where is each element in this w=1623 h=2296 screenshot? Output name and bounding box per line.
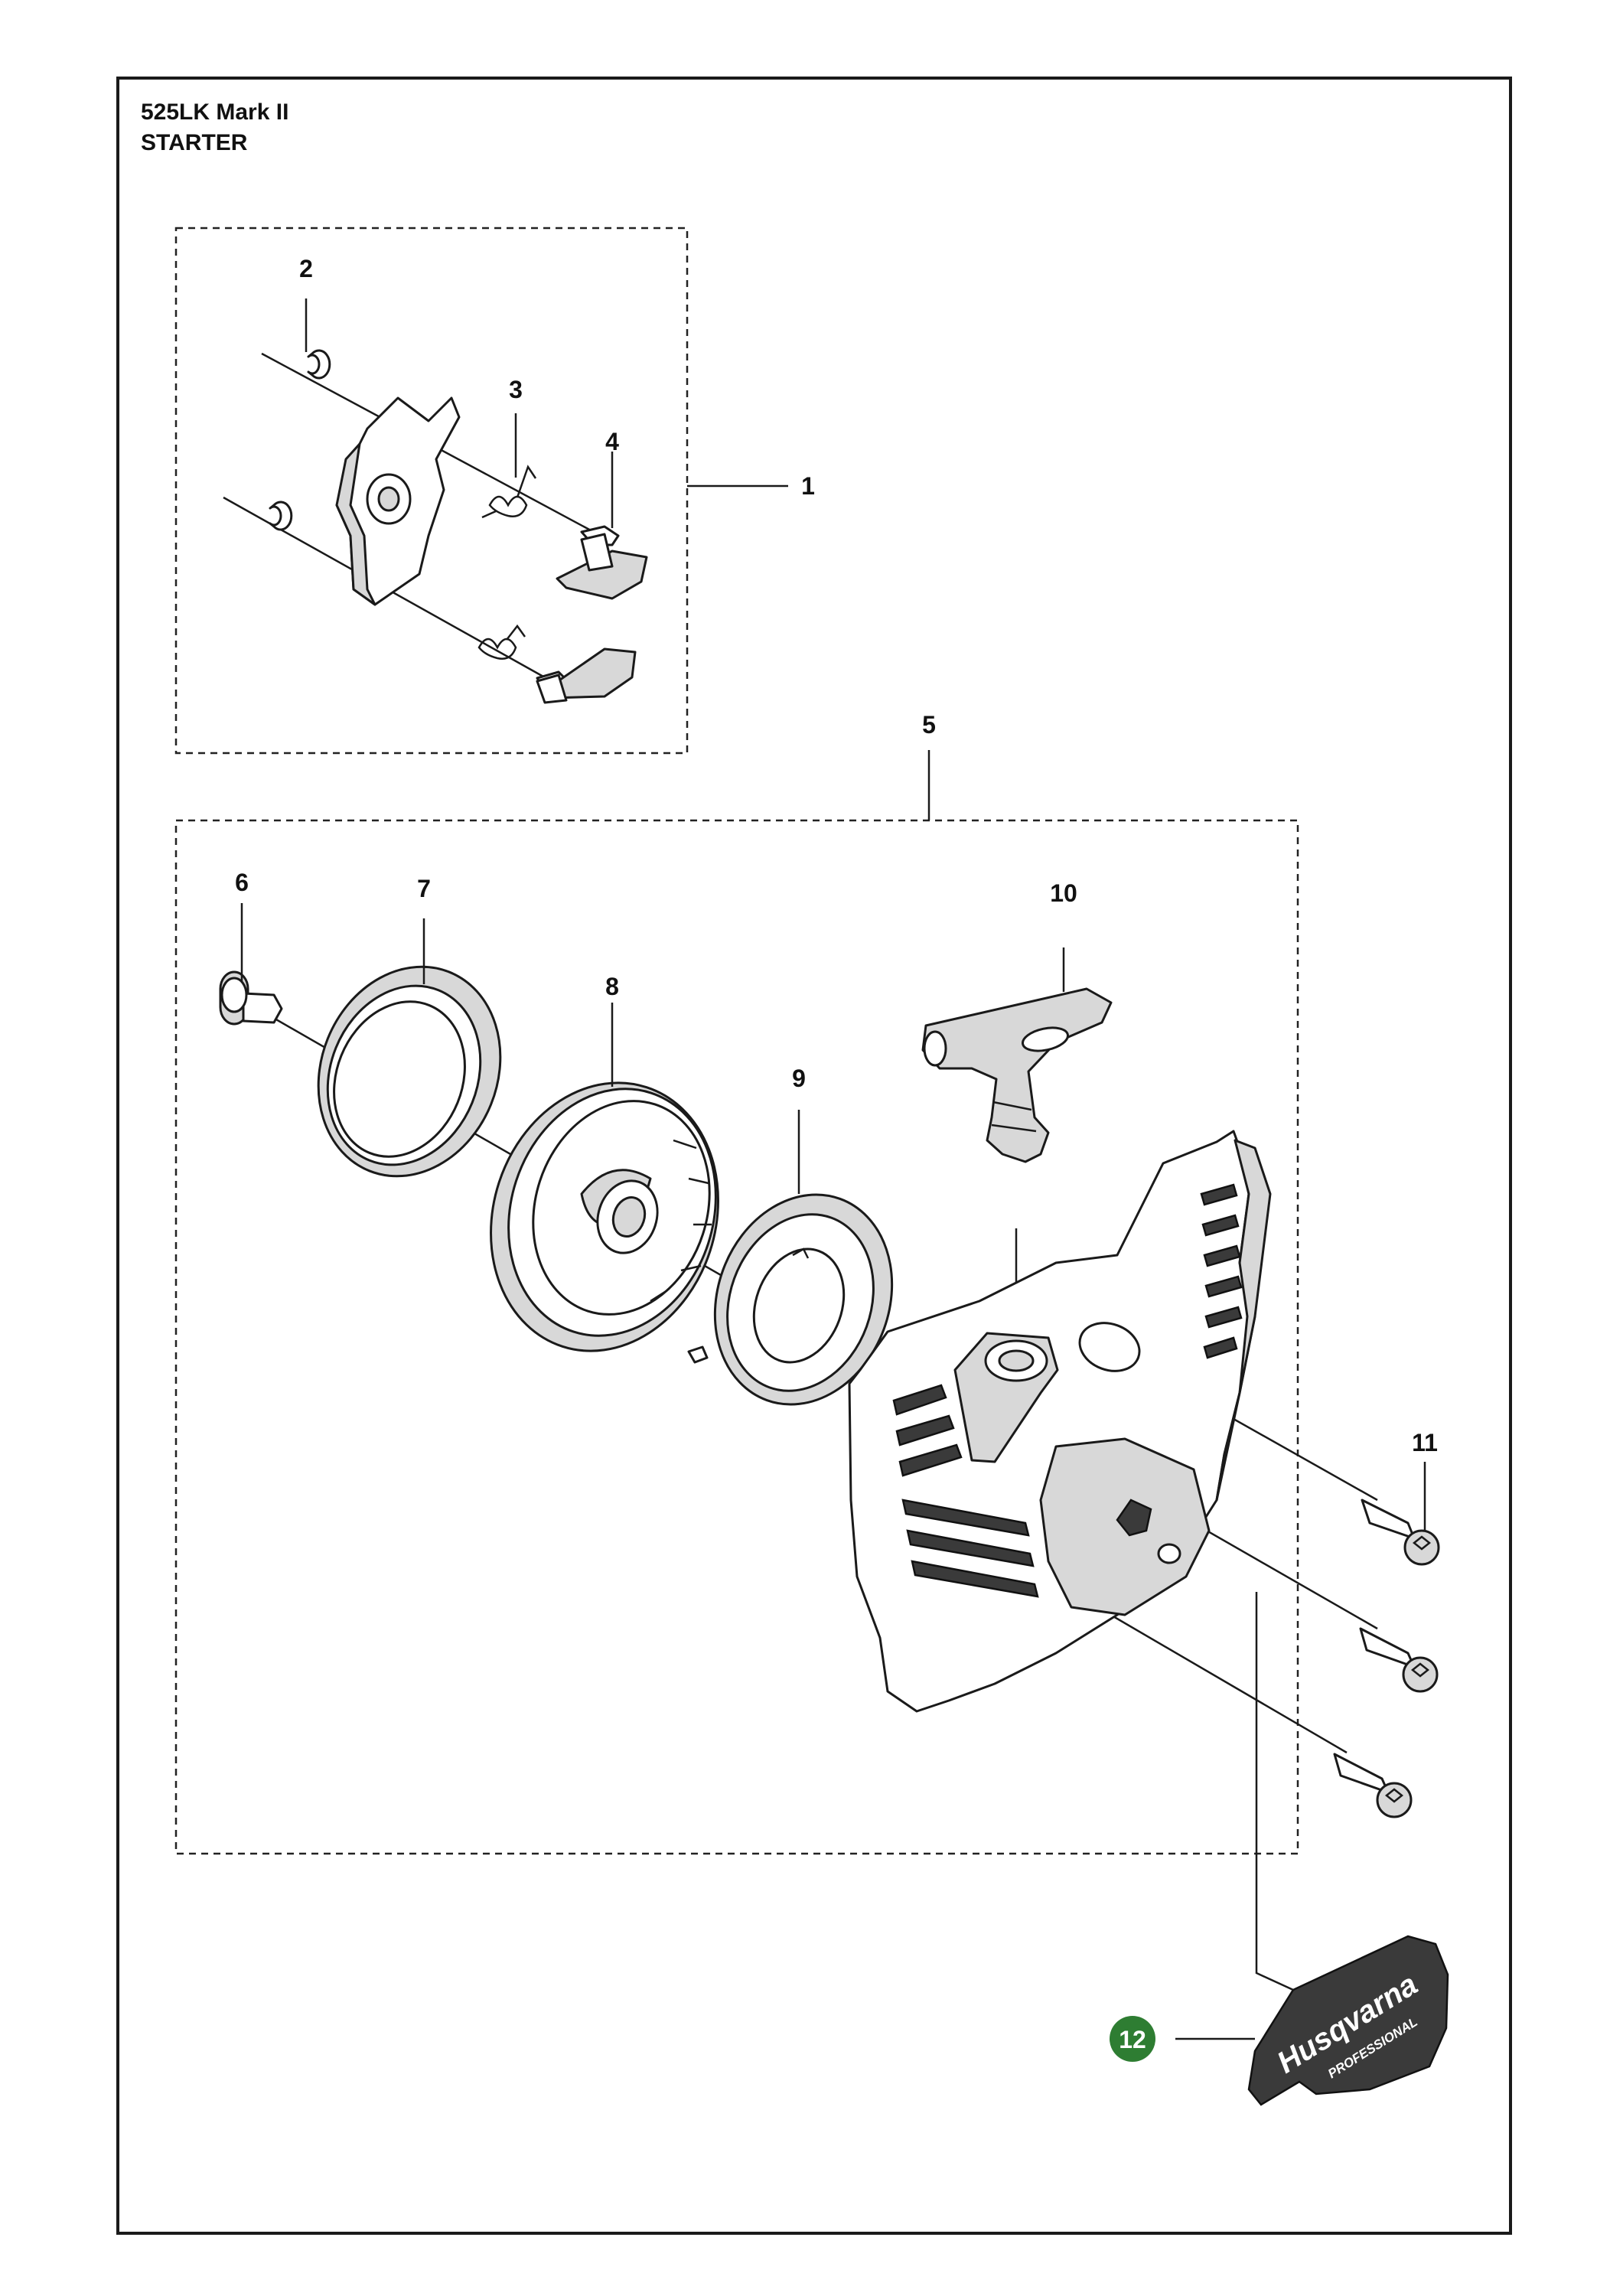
page-border [116,77,1512,2235]
callout-8: 8 [605,973,619,1000]
starter-handle [921,987,1113,1163]
pawl-lower [536,647,637,704]
pawl-upper [556,525,648,600]
callout-7: 7 [417,875,431,902]
model-title: 525LK Mark II [141,99,289,125]
section-title: STARTER [141,130,248,155]
shoulder-screw [219,970,283,1026]
callout-9: 9 [792,1065,806,1092]
callout-10: 10 [1050,879,1077,907]
housing-screw-upper [1361,1499,1440,1566]
circlip-lower [269,501,293,531]
pawl-spring-lower [477,624,526,660]
callout-11: 11 [1412,1429,1438,1456]
housing-screw-lower [1333,1753,1413,1818]
callout-6: 6 [235,869,249,896]
callout-12: 12 [1119,2026,1146,2053]
housing-fins-right [1200,1183,1243,1359]
starter-pulley [490,1081,719,1352]
starter-ring [317,965,502,1178]
recoil-spring [687,1193,894,1406]
callout-1: 1 [801,472,815,500]
callout-5: 5 [922,711,936,739]
circlip-upper [307,349,331,380]
husqvarna-decal: Husqvarna PROFESSIONAL [1247,1935,1449,2106]
pawl-holder [335,396,461,606]
callout-4: 4 [605,428,619,455]
callout-2: 2 [299,255,313,282]
housing-fins-left [892,1384,1039,1598]
housing-screw-middle [1359,1627,1439,1693]
callout-12-highlight-badge [1110,2016,1155,2062]
pawl-spring-upper [481,465,537,519]
starter-housing [848,1130,1272,1713]
leader-lines [240,298,1426,2040]
callout-3: 3 [509,376,523,403]
assembly-1-group-box [174,227,689,755]
